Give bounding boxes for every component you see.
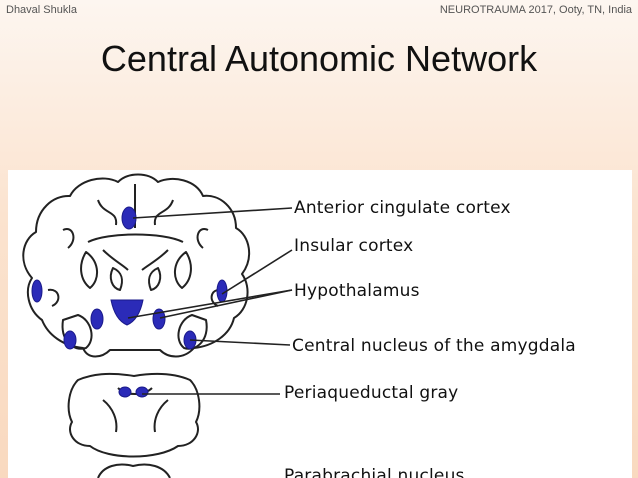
- leader-amygdala: [189, 339, 291, 346]
- label-amygdala: Central nucleus of the amygdala: [292, 336, 576, 356]
- pag-right-highlight: [135, 386, 149, 398]
- leader-hypo-2: [159, 289, 293, 319]
- pag-left-highlight: [118, 386, 132, 398]
- brain-outline: [22, 173, 251, 358]
- midbrain-outline: [67, 372, 201, 458]
- label-hypothalamus: Hypothalamus: [294, 281, 420, 301]
- leader-acc: [132, 207, 293, 219]
- insula-left-highlight: [31, 279, 43, 303]
- leader-insula: [221, 249, 293, 295]
- amygdala-left-highlight: [63, 330, 77, 350]
- label-insular-cortex: Insular cortex: [294, 236, 414, 256]
- slide-title: Central Autonomic Network: [100, 38, 538, 79]
- event-name: NEUROTRAUMA 2017, Ooty, TN, India: [439, 4, 632, 16]
- label-anterior-cingulate: Anterior cingulate cortex: [294, 198, 511, 218]
- label-periaqueductal-gray: Periaqueductal gray: [284, 383, 459, 403]
- author-name: Dhaval Shukla: [6, 4, 77, 16]
- brain-illustration: [22, 173, 293, 478]
- hypothalamus-highlight: [110, 299, 144, 326]
- label-parabrachial-nucleus: Parabrachial nucleus: [284, 466, 465, 478]
- leader-hypo-1: [127, 289, 293, 319]
- hypothalamus-left-lobe: [90, 308, 104, 330]
- brain-diagram: Anterior cingulate cortex Insular cortex…: [8, 170, 632, 478]
